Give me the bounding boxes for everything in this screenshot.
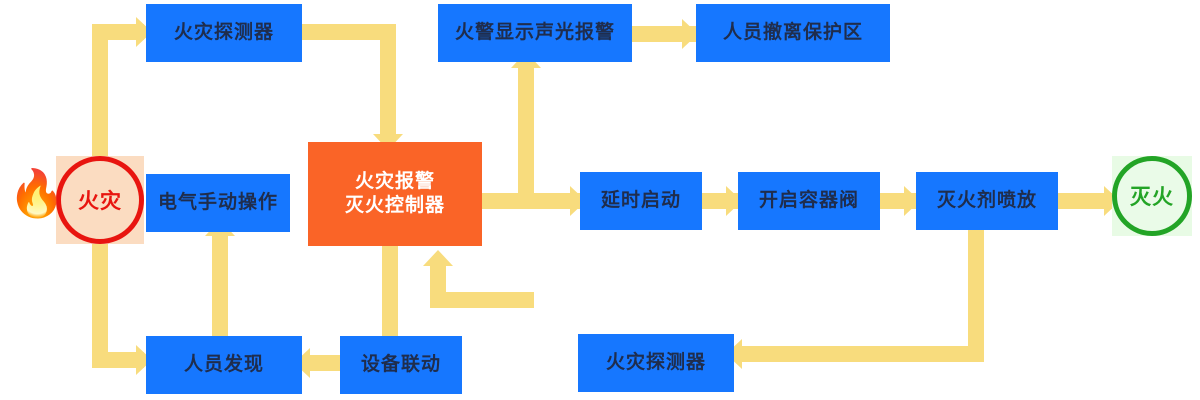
node-detector-top[interactable]: 火灾探测器	[146, 4, 302, 62]
connector-release-to-detector-bottom	[740, 346, 984, 362]
connector-controller-to-delay	[480, 193, 580, 209]
terminal-fire-start[interactable]: 火灾	[56, 156, 144, 244]
connector-release-down	[968, 230, 984, 362]
node-controller-line1: 火灾报警	[354, 171, 435, 193]
connector-detector-bottom-up	[430, 264, 446, 308]
connector-alarm-to-evacuate	[632, 26, 696, 42]
terminal-extinguish-label: 灭火	[1112, 156, 1192, 236]
node-manual-electric-label: 电气手动操作	[157, 192, 278, 214]
node-agent-release-label: 灭火剂喷放	[936, 190, 1037, 212]
node-evacuate[interactable]: 人员撤离保护区	[696, 4, 890, 62]
node-delay-start[interactable]: 延时启动	[580, 172, 702, 230]
node-controller[interactable]: 火灾报警 灭火控制器	[308, 142, 482, 246]
node-delay-start-label: 延时启动	[600, 190, 681, 212]
node-device-link[interactable]: 设备联动	[340, 336, 462, 394]
connector-person-found-to-manual	[212, 232, 228, 350]
connector-detector-top-right	[300, 24, 396, 40]
node-device-link-label: 设备联动	[360, 354, 441, 376]
node-detector-bottom-label: 火灾探测器	[605, 352, 706, 374]
connector-detector-top-down	[380, 24, 396, 140]
flame-icon: 🔥	[8, 167, 66, 219]
connector-device-link-to-person-found	[308, 355, 344, 371]
node-open-valve-label: 开启容器阀	[758, 190, 859, 212]
arrowhead-alarm-to-evacuate	[682, 19, 698, 49]
node-agent-release[interactable]: 灭火剂喷放	[916, 172, 1058, 230]
connector-fire-to-detector-top	[92, 24, 144, 40]
node-open-valve[interactable]: 开启容器阀	[738, 172, 880, 230]
node-controller-line2: 灭火控制器	[344, 195, 445, 216]
node-detector-bottom[interactable]: 火灾探测器	[578, 334, 734, 392]
node-alarm-display[interactable]: 火警显示声光报警	[438, 4, 632, 62]
arrowhead-detector-bottom-to-controller	[423, 250, 453, 266]
node-person-found[interactable]: 人员发现	[146, 336, 302, 394]
connector-controller-to-device-link	[382, 246, 398, 352]
connector-detector-bottom-right	[438, 292, 534, 308]
terminal-fire-label: 火灾	[56, 156, 144, 244]
terminal-extinguish-end[interactable]: 灭火	[1112, 156, 1192, 236]
connector-fire-to-person-found	[92, 352, 144, 368]
connector-release-to-end	[1058, 193, 1116, 209]
node-evacuate-label: 人员撤离保护区	[722, 22, 863, 44]
node-alarm-display-label: 火警显示声光报警	[454, 22, 615, 44]
node-detector-top-label: 火灾探测器	[173, 22, 274, 44]
node-manual-electric[interactable]: 电气手动操作	[146, 174, 290, 232]
connector-controller-to-alarm-display	[518, 66, 534, 201]
node-person-found-label: 人员发现	[183, 354, 264, 376]
